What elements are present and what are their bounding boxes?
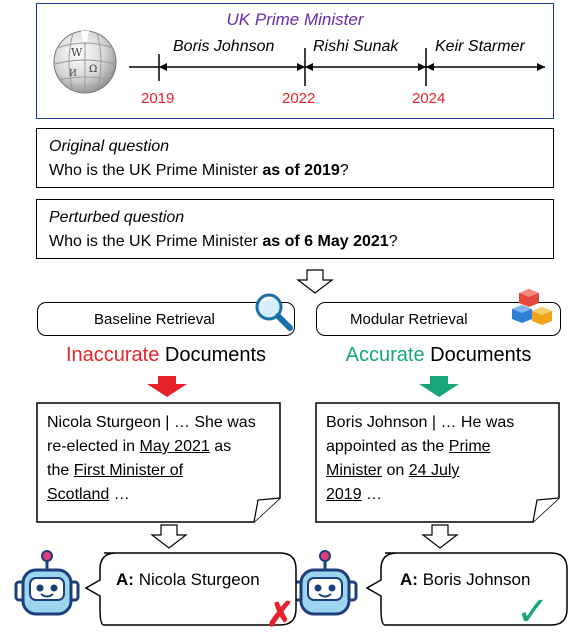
highlighted-phrase: Scotland: [47, 486, 110, 503]
baseline-document: Nicola Sturgeon | … She was re-elected in…: [37, 403, 280, 522]
minister-rishi-sunak: Rishi Sunak: [313, 38, 399, 55]
perturbed-question-box: Perturbed question Who is the UK Prime M…: [36, 199, 554, 259]
perturbed-question-date: as of 6 May 2021: [262, 233, 389, 250]
highlighted-phrase: Prime: [448, 438, 491, 455]
modular-document: Boris Johnson | … He was appointed as the…: [316, 403, 559, 522]
year-2024: 2024: [412, 90, 446, 107]
document-text: Boris Johnson | … He was: [326, 414, 515, 431]
minister-keir-starmer: Keir Starmer: [435, 38, 525, 55]
document-text: as: [209, 438, 232, 455]
modular-retrieval-pill: Modular Retrieval: [316, 302, 561, 336]
modular-documents-heading: Accurate Documents: [345, 344, 532, 366]
robot-icon: [14, 550, 80, 616]
baseline-answer: A: Nicola Sturgeon: [116, 570, 260, 634]
wikipedia-globe-icon: W Ω И: [53, 30, 117, 94]
timeline-axis: [129, 48, 545, 86]
original-question-date: as of 2019: [262, 162, 340, 179]
document-line: Boris Johnson | … He was: [326, 411, 549, 435]
green-arrow-down-icon: [419, 376, 459, 397]
highlighted-phrase: Minister: [326, 462, 383, 479]
document-line: re-elected in May 2021 as: [47, 435, 270, 459]
document-text: Nicola Sturgeon | … She was: [47, 414, 256, 431]
baseline-doc-card: [36, 402, 281, 523]
svg-text:W: W: [71, 46, 83, 59]
highlighted-phrase: May 2021: [139, 438, 210, 455]
flow-arrow-down-icon: [421, 524, 459, 549]
baseline-answer-bubble: [84, 552, 297, 626]
baseline-documents-heading: Inaccurate Documents: [65, 344, 267, 366]
document-line: 2019 …: [326, 483, 549, 507]
cross-icon: ✗: [266, 596, 295, 634]
baseline-retrieval-label: Baseline Retrieval: [94, 310, 215, 328]
modular-answer: A: Boris Johnson: [400, 570, 530, 634]
year-2019: 2019: [141, 90, 175, 107]
document-text: the: [47, 462, 74, 479]
answer-prefix: A:: [116, 570, 134, 589]
baseline-retrieval-pill: Baseline Retrieval: [37, 302, 295, 336]
modular-doc-card: [315, 402, 560, 523]
original-question-text: Who is the UK Prime Minister as of 2019?: [49, 162, 349, 179]
cubes-icon: [512, 289, 552, 325]
document-line: Nicola Sturgeon | … She was: [47, 411, 270, 435]
modular-answer-bubble: [365, 552, 568, 626]
perturbed-question-label: Perturbed question: [49, 209, 185, 226]
document-text: on: [382, 462, 409, 479]
document-line: appointed as the Prime: [326, 435, 549, 459]
flow-arrow-down-icon: [296, 269, 334, 294]
magnifier-icon: [255, 293, 293, 331]
highlighted-phrase: 2019: [326, 486, 362, 503]
document-line: Minister on 24 July: [326, 459, 549, 483]
perturbed-question-text: Who is the UK Prime Minister as of 6 May…: [49, 233, 398, 250]
answer-prefix: A:: [400, 570, 418, 589]
document-text: appointed as the: [326, 438, 449, 455]
flow-arrow-down-icon: [150, 524, 188, 549]
original-question-box: Original question Who is the UK Prime Mi…: [36, 128, 554, 188]
modular-retrieval-label: Modular Retrieval: [350, 310, 468, 328]
robot-icon: [292, 550, 358, 616]
timeline-title: UK Prime Minister: [226, 10, 364, 29]
minister-boris-johnson: Boris Johnson: [173, 38, 275, 55]
original-question-label: Original question: [49, 138, 170, 155]
document-text: …: [361, 486, 383, 503]
inaccurate-label: Inaccurate: [65, 344, 160, 366]
modular-answer-text: Boris Johnson: [422, 570, 531, 589]
document-line: the First Minister of: [47, 459, 270, 483]
year-2022: 2022: [282, 90, 316, 107]
highlighted-phrase: First Minister of: [73, 462, 184, 479]
highlighted-phrase: 24 July: [408, 462, 460, 479]
red-arrow-down-icon: [147, 376, 187, 397]
accurate-label: Accurate: [345, 344, 425, 366]
svg-text:Ω: Ω: [89, 64, 97, 75]
document-text: …: [109, 486, 130, 503]
checkmark-icon: ✓: [516, 590, 550, 634]
svg-text:И: И: [69, 69, 77, 79]
document-text: re-elected in: [47, 438, 140, 455]
document-line: Scotland …: [47, 483, 270, 507]
baseline-answer-text: Nicola Sturgeon: [138, 570, 260, 589]
timeline-panel: UK Prime Minister W Ω И Boris Johnson Ri…: [36, 3, 554, 119]
